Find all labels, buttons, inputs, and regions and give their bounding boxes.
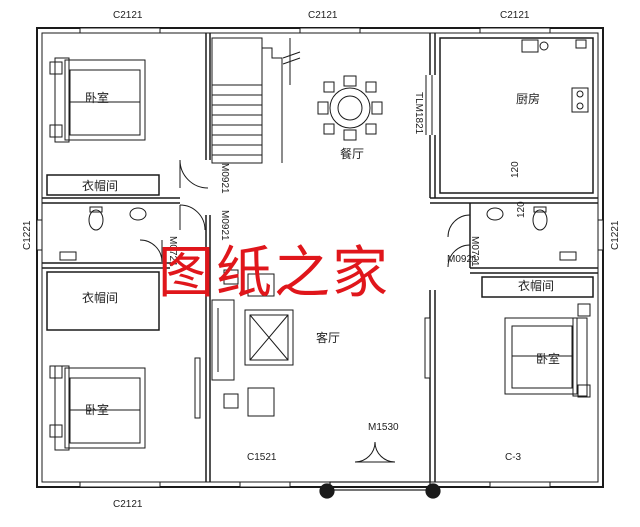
kitchen-fixtures: [521, 39, 589, 113]
dimension-a: 120: [510, 161, 521, 178]
room-closet-right: 衣帽间: [518, 278, 554, 293]
door-code-right-mid: M0721: [469, 236, 480, 267]
room-bedroom-top-left: 卧室: [85, 90, 109, 105]
window-code-bottom-mid: C1521: [247, 452, 277, 463]
door-code-left-upper: M0921: [219, 163, 230, 194]
dimension-b: 120: [516, 201, 527, 218]
room-closet-top-left: 衣帽间: [82, 178, 118, 193]
watermark-text: 图纸之家: [158, 241, 390, 306]
window-code-left-side: C1221: [22, 220, 33, 250]
bed-right: [504, 303, 591, 398]
window-code-bottom-left: C2121: [113, 499, 143, 510]
room-dining: 餐厅: [340, 146, 364, 161]
bathroom-fixtures: [59, 206, 577, 261]
living-sofa-set: [211, 269, 294, 417]
door-code-labels: TLM1821 M0921 M0921 M0721 M0921 M0721 M1…: [167, 92, 527, 433]
bed-top-left: [49, 57, 146, 143]
staircase: [211, 37, 301, 164]
interior-walls: [42, 33, 598, 482]
room-bedroom-right: 卧室: [536, 351, 560, 366]
room-living: 客厅: [316, 330, 340, 345]
door-code-dining: TLM1821: [413, 92, 424, 135]
door-code-right-upper: M0921: [447, 254, 478, 265]
door-code-left-mid: M0921: [219, 210, 230, 241]
dining-table: [317, 75, 383, 141]
window-code-right-side: C1221: [610, 220, 621, 250]
porch: [319, 481, 441, 499]
window-code-top-mid: C2121: [308, 10, 338, 21]
window-code-labels: C2121 C2121 C2121 C2121 C1521 C-3 C1221 …: [22, 10, 621, 510]
room-kitchen: 厨房: [516, 91, 540, 106]
window-code-bottom-right: C-3: [505, 452, 522, 463]
bed-bottom-left: [49, 365, 146, 451]
windows: [36, 27, 604, 488]
room-bedroom-bottom-left: 卧室: [85, 402, 109, 417]
door-swings: [139, 75, 471, 463]
door-code-main: M1530: [368, 422, 399, 433]
window-code-top-left: C2121: [113, 10, 143, 21]
room-labels: 卧室 衣帽间 衣帽间 卧室 餐厅 厨房 客厅 衣帽间 卧室: [82, 90, 560, 417]
window-code-top-right: C2121: [500, 10, 530, 21]
door-code-left-bath: M0721: [167, 236, 178, 267]
room-closet-bottom-left: 衣帽间: [82, 290, 118, 305]
